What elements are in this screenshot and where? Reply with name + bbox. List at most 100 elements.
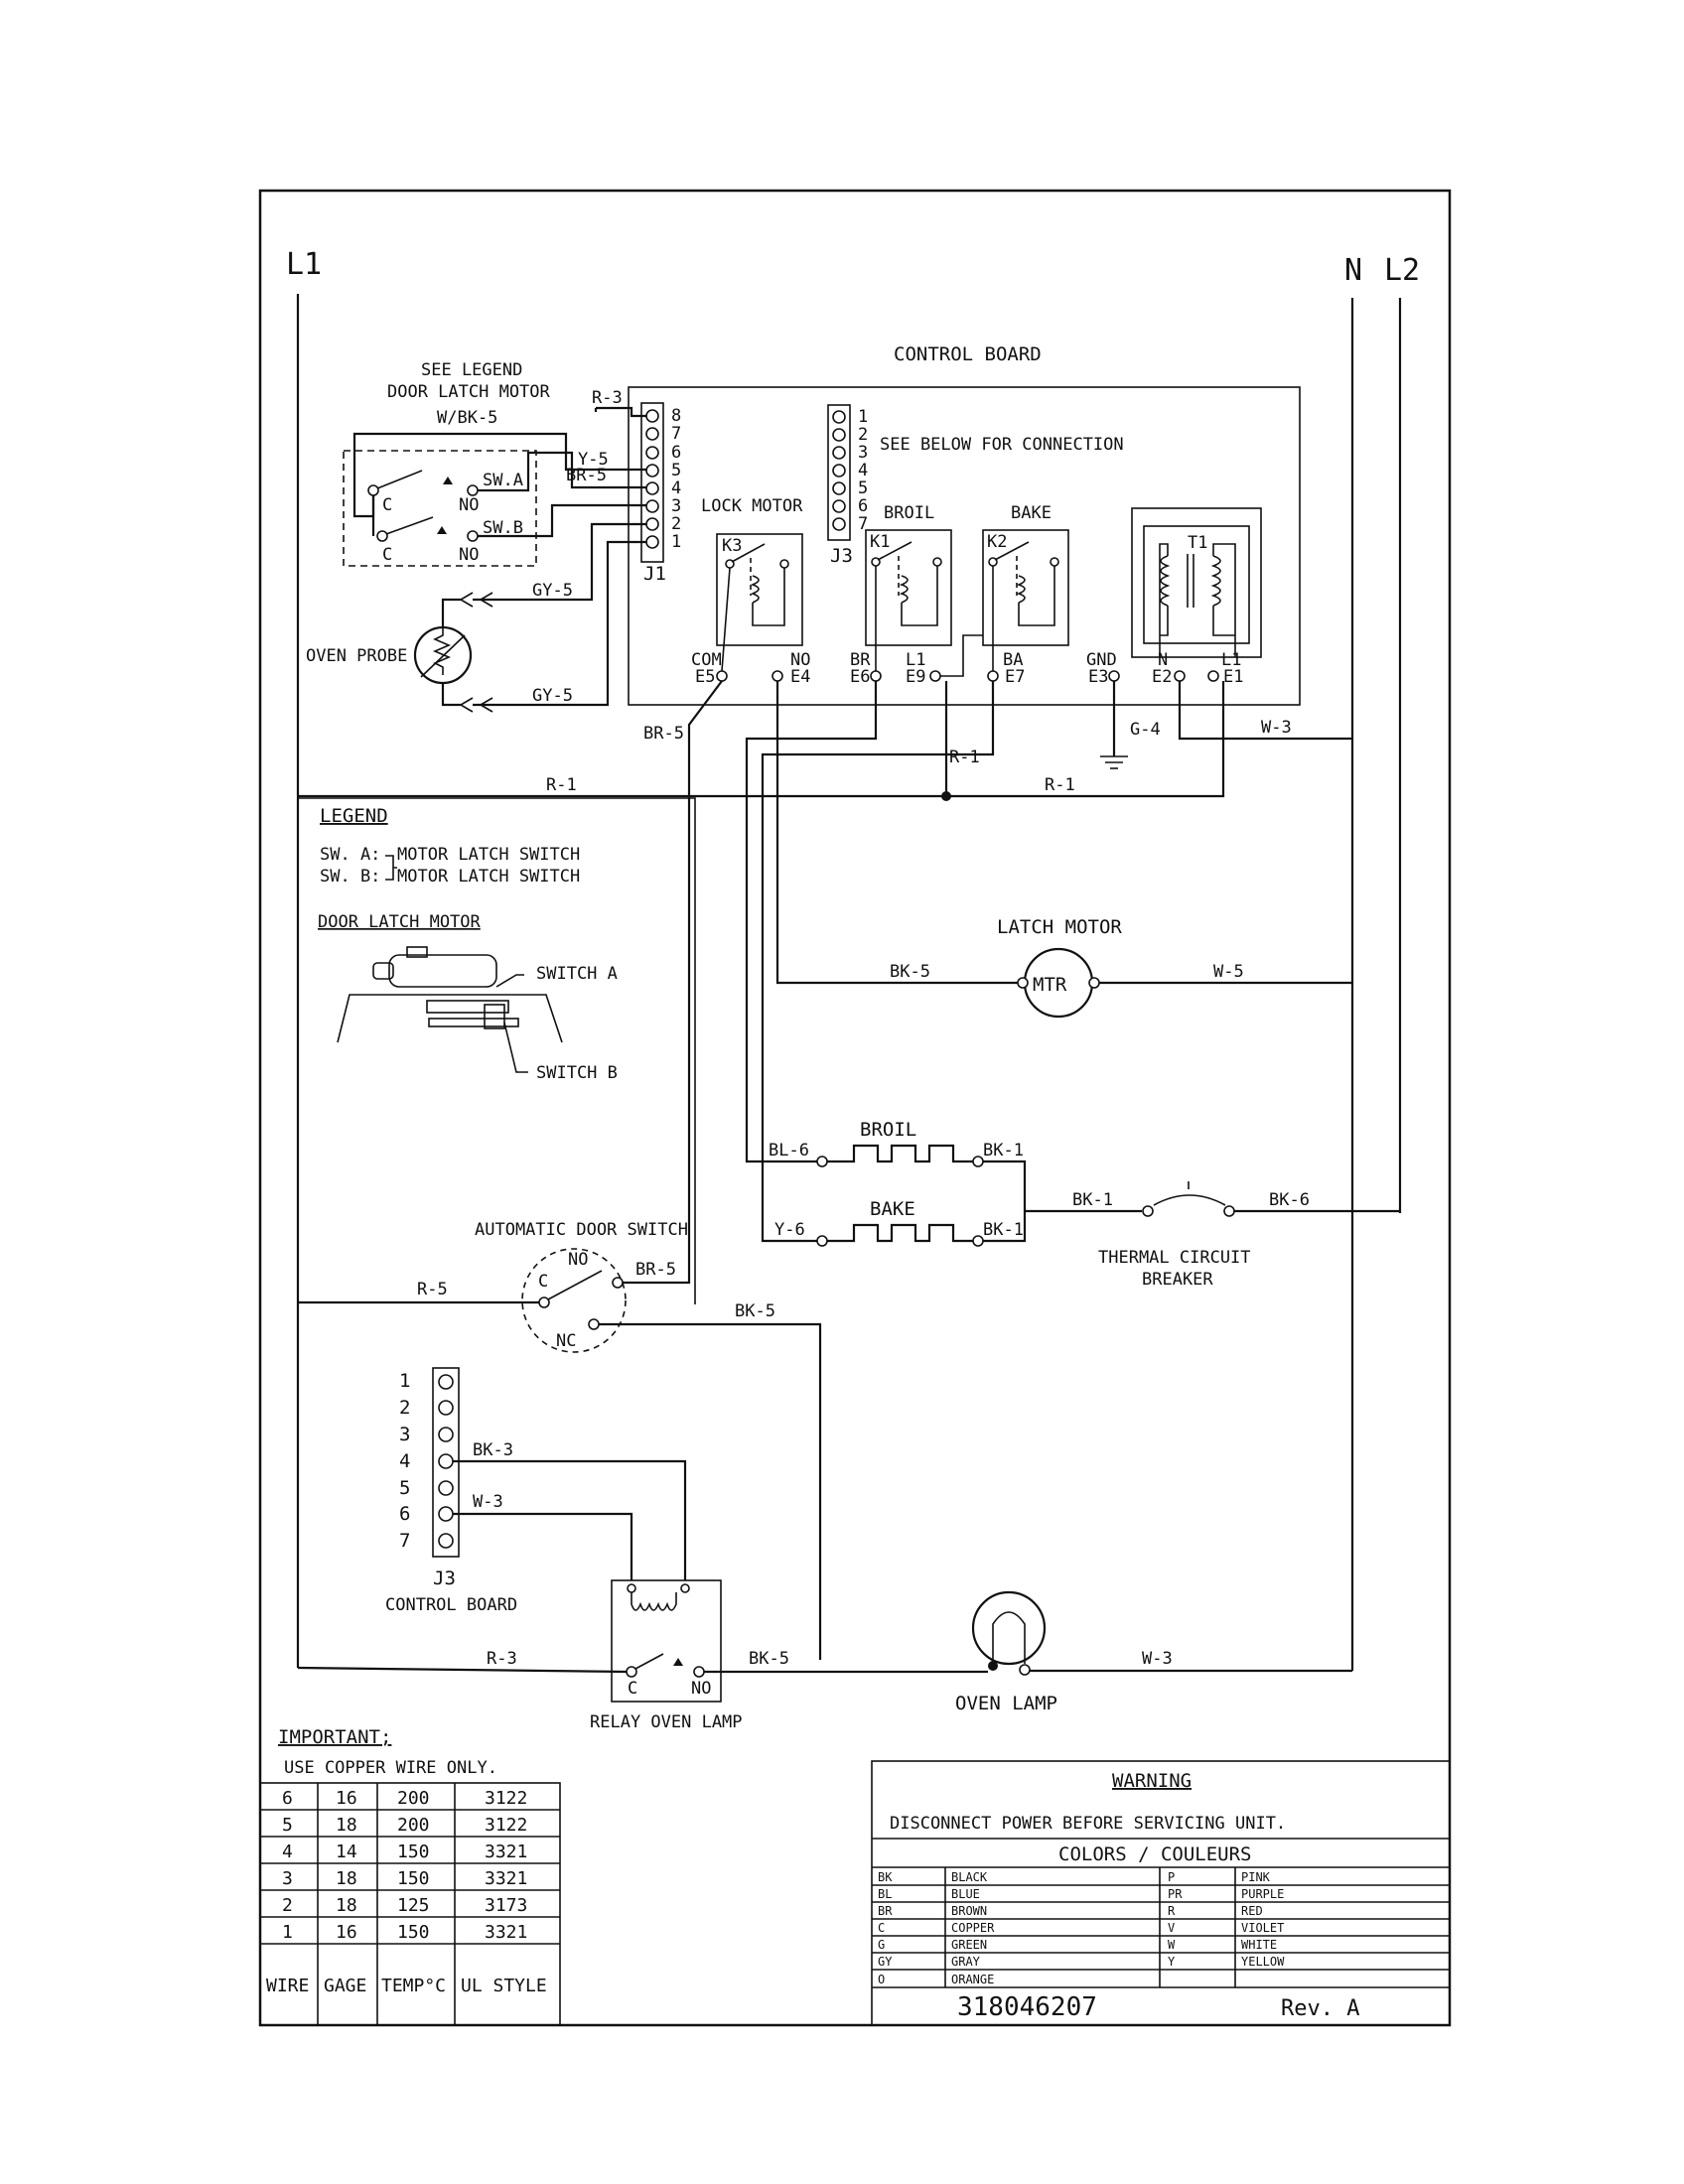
legend-motor-latch-b: MOTOR LATCH SWITCH xyxy=(397,867,580,887)
lock-motor-title: LOCK MOTOR xyxy=(701,496,803,516)
j1-label: J1 xyxy=(643,563,666,585)
wire-label-gy5-bottom: GY-5 xyxy=(532,686,573,706)
control-board-title: CONTROL BOARD xyxy=(894,343,1042,365)
j3-bottom-connector: 1 2 3 4 5 6 7 J3 CONTROL BOARD BK-3 W-3 xyxy=(385,1367,687,1615)
wire-label-bk6: BK-6 xyxy=(1269,1190,1310,1210)
t1-l1-label: L1 xyxy=(1221,650,1241,670)
door-switch-no: NO xyxy=(568,1250,588,1270)
transformer-coils xyxy=(1159,543,1236,657)
oven-probe-label: OVEN PROBE xyxy=(306,646,407,666)
wire-label-w3-j3: W-3 xyxy=(473,1492,503,1512)
wire-label-w5: W-5 xyxy=(1213,962,1244,982)
legend: LEGEND SW. A: SW. B: MOTOR LATCH SWITCH … xyxy=(318,805,618,1083)
transformer-id: T1 xyxy=(1188,533,1207,553)
color-r4-c2: W xyxy=(1168,1938,1176,1952)
relay-lamp-title: RELAY OVEN LAMP xyxy=(590,1712,743,1732)
color-r3-c3: VIOLET xyxy=(1241,1921,1284,1935)
door-latch-mechanism-icon xyxy=(337,946,563,1073)
color-r5-c1: GRAY xyxy=(951,1955,981,1969)
t1-e1-label: E1 xyxy=(1223,667,1243,687)
heating-elements: BROIL BL-6 BK-1 BAKE Y-6 BK-1 BK-1 xyxy=(769,1119,1142,1247)
relay-k3 xyxy=(716,533,803,646)
legend-switch-b: SWITCH B xyxy=(536,1063,618,1083)
color-r2-c2: R xyxy=(1168,1904,1176,1918)
imp-r4-c1: 18 xyxy=(336,1895,357,1916)
j3-top-label: J3 xyxy=(830,545,853,567)
sw-b-no-label: NO xyxy=(459,545,479,565)
color-r6-c1: ORANGE xyxy=(951,1973,994,1986)
j3-top-pin-6: 6 xyxy=(858,496,868,516)
important-table: IMPORTANT; USE COPPER WIRE ONLY. 6 16 20… xyxy=(259,1726,561,2026)
automatic-door-switch: AUTOMATIC DOOR SWITCH C NO NC R-5 BR-5 B… xyxy=(298,1220,822,1660)
color-r2-c1: BROWN xyxy=(951,1904,987,1918)
revision: Rev. A xyxy=(1281,1996,1359,2021)
color-r5-c3: YELLOW xyxy=(1241,1955,1285,1969)
wire-label-bk1-bake: BK-1 xyxy=(983,1220,1024,1240)
relay-k1-coil xyxy=(871,541,942,626)
thermal-label-2: BREAKER xyxy=(1142,1270,1213,1290)
color-r3-c2: V xyxy=(1168,1921,1175,1935)
j3-bottom-pin-2: 2 xyxy=(399,1397,410,1419)
imp-r2-c2: 150 xyxy=(397,1842,430,1862)
imp-header-ul: UL STYLE xyxy=(461,1976,547,1996)
transformer-outer xyxy=(1131,507,1262,658)
legend-divider xyxy=(298,797,696,1304)
color-r1-c2: PR xyxy=(1168,1887,1183,1901)
label-n: N xyxy=(1344,253,1362,288)
j1-pin-4: 4 xyxy=(671,478,681,498)
wire-label-g4: G-4 xyxy=(1130,720,1161,740)
latch-motor-title: LATCH MOTOR xyxy=(997,916,1122,938)
j1-pin-7: 7 xyxy=(671,424,681,444)
bake-element-label: BAKE xyxy=(870,1198,915,1220)
wire-label-br5-top: BR-5 xyxy=(566,466,607,485)
diagram-frame xyxy=(258,189,1452,2027)
r1-bus: R-1 R-1 R-1 G-4 W-3 xyxy=(298,681,1352,801)
wire-label-wbk5: W/BK-5 xyxy=(437,408,497,428)
sw-b-label: SW.B xyxy=(483,518,523,538)
j3-top-pin-5: 5 xyxy=(858,478,868,498)
j3-bottom-pin-1: 1 xyxy=(399,1370,410,1392)
wire-label-bk5-door: BK-5 xyxy=(735,1301,775,1321)
imp-r5-c0: 1 xyxy=(282,1922,293,1943)
warning-title: WARNING xyxy=(1112,1770,1192,1792)
k1-l1-label: L1 xyxy=(906,650,925,670)
color-r0-c3: PINK xyxy=(1241,1870,1271,1884)
color-r1-c0: BL xyxy=(878,1887,892,1901)
k1-e9-label: E9 xyxy=(906,667,925,687)
imp-r5-c3: 3321 xyxy=(485,1922,527,1943)
sw-a-no-label: NO xyxy=(459,495,479,515)
j3-bottom-pin-6: 6 xyxy=(399,1503,410,1525)
important-title: IMPORTANT; xyxy=(278,1726,391,1748)
color-r3-c1: COPPER xyxy=(951,1921,995,1935)
thermal-breaker: BK-6 THERMAL CIRCUIT BREAKER xyxy=(1098,1181,1400,1290)
imp-r5-c2: 150 xyxy=(397,1922,430,1943)
color-r0-c1: BLACK xyxy=(951,1870,988,1884)
imp-r3-c3: 3321 xyxy=(485,1868,527,1889)
j1-pin-8: 8 xyxy=(671,406,681,426)
wire-label-bk1-thermal: BK-1 xyxy=(1072,1190,1113,1210)
color-r6-c0: O xyxy=(878,1973,885,1986)
j1-pin-5: 5 xyxy=(671,461,681,480)
bake-relay-title: BAKE xyxy=(1011,503,1052,523)
see-below-note: SEE BELOW FOR CONNECTION xyxy=(880,435,1124,455)
warning-block: WARNING DISCONNECT POWER BEFORE SERVICIN… xyxy=(871,1760,1451,2026)
imp-r0-c3: 3122 xyxy=(485,1788,527,1809)
relay-oven-lamp: C NO RELAY OVEN LAMP R-3 BK-5 xyxy=(297,1579,988,1732)
k2-ba-label: BA xyxy=(1003,650,1023,670)
color-r0-c0: BK xyxy=(878,1870,893,1884)
wire-label-r5: R-5 xyxy=(417,1280,448,1299)
color-r3-c0: C xyxy=(878,1921,885,1935)
broil-element-label: BROIL xyxy=(860,1119,916,1141)
relay-k2-coil xyxy=(988,541,1059,626)
color-r1-c1: BLUE xyxy=(951,1887,980,1901)
j3-bottom-pin-3: 3 xyxy=(399,1424,410,1445)
imp-header-gage: GAGE xyxy=(324,1976,366,1996)
k3-e4-label: E4 xyxy=(790,667,810,687)
door-latch-switches: SEE LEGEND DOOR LATCH MOTOR W/BK-5 SW.A … xyxy=(343,360,646,567)
broil-relay-title: BROIL xyxy=(884,503,934,523)
color-r5-c2: Y xyxy=(1168,1955,1176,1969)
see-legend-label: SEE LEGEND xyxy=(421,360,522,380)
legend-sw-b: SW. B: xyxy=(320,867,380,887)
j3-bottom-sub: CONTROL BOARD xyxy=(385,1595,517,1615)
door-latch-motor-label: DOOR LATCH MOTOR xyxy=(387,382,551,402)
